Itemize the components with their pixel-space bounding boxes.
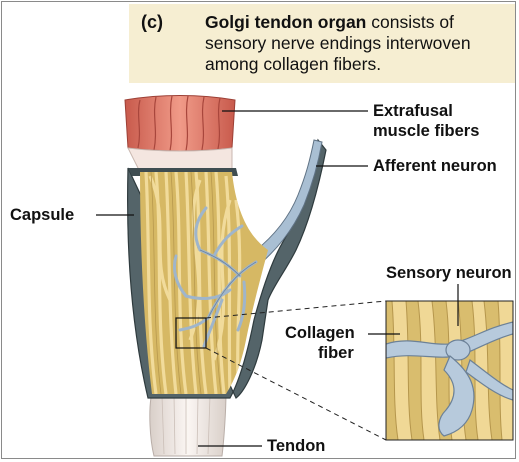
leader-lines <box>96 110 459 447</box>
collagen-bundle <box>140 172 268 394</box>
label-sensory-neuron: Sensory neuron <box>386 264 512 282</box>
zoom-square <box>175 317 207 349</box>
label-extrafusal-2: muscle fibers <box>373 122 480 140</box>
tendon-striations <box>161 395 211 455</box>
tendon-shape <box>149 391 227 457</box>
label-tendon: Tendon <box>267 437 326 455</box>
caption-text: Golgi tendon organ consists of sensory n… <box>205 12 505 75</box>
inset-magnified-view <box>386 301 513 440</box>
inset-border <box>385 300 514 441</box>
label-capsule: Capsule <box>10 206 75 224</box>
label-afferent-neuron: Afferent neuron <box>373 157 497 175</box>
zoom-connector-top <box>205 300 387 319</box>
muscle-striations <box>137 95 221 152</box>
zoom-connector-bottom <box>205 347 387 441</box>
caption-box: (c) Golgi tendon organ consists of senso… <box>129 4 515 83</box>
caption-bold: Golgi tendon organ <box>205 12 367 32</box>
caption-rest: consists of sensory nerve endings interw… <box>205 12 471 74</box>
label-collagen-2: fiber <box>318 344 354 362</box>
panel-tag: (c) <box>141 12 163 32</box>
label-collagen-1: Collagen <box>285 324 355 342</box>
label-extrafusal-1: Extrafusal <box>373 102 453 120</box>
muscle-tendon-junction <box>127 147 233 173</box>
